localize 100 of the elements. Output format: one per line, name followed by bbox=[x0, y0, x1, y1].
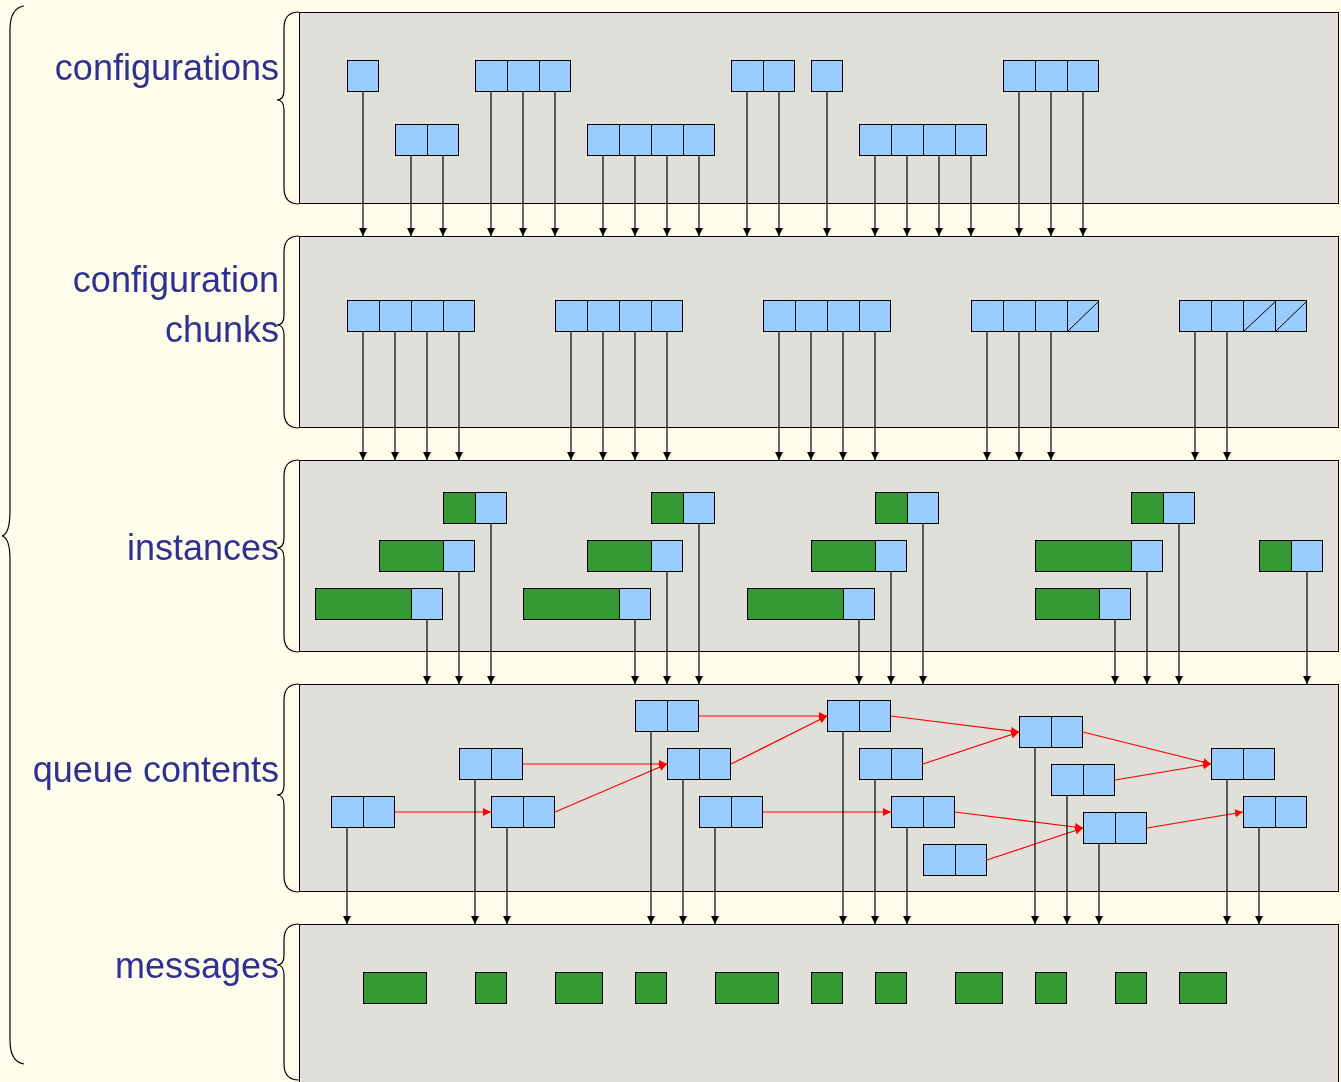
record-box bbox=[491, 796, 555, 828]
message-box bbox=[635, 972, 667, 1004]
arrow bbox=[823, 91, 831, 237]
arrow bbox=[567, 331, 575, 461]
record-box bbox=[315, 588, 443, 620]
record-box bbox=[1019, 716, 1083, 748]
message-box bbox=[715, 972, 779, 1004]
arrow bbox=[855, 619, 863, 685]
arrow bbox=[1063, 795, 1071, 925]
record-box bbox=[587, 124, 715, 156]
arrow bbox=[1015, 91, 1023, 237]
arrow bbox=[903, 155, 911, 237]
record-box bbox=[859, 748, 923, 780]
message-box bbox=[475, 972, 507, 1004]
record-box bbox=[347, 300, 475, 332]
record-box bbox=[747, 588, 875, 620]
layer-label: configuration chunks bbox=[71, 258, 279, 352]
record-box bbox=[811, 60, 843, 92]
record-box bbox=[395, 124, 459, 156]
message-box bbox=[555, 972, 603, 1004]
arrow bbox=[663, 155, 671, 237]
arrow bbox=[423, 619, 431, 685]
record-box bbox=[1243, 796, 1307, 828]
layer-label: queue contents bbox=[31, 748, 279, 792]
arrow bbox=[1303, 571, 1311, 685]
arrow bbox=[730, 715, 828, 765]
arrow bbox=[359, 91, 367, 237]
record-box bbox=[555, 300, 683, 332]
arrow bbox=[839, 731, 847, 925]
record-box bbox=[875, 492, 939, 524]
message-box bbox=[1179, 972, 1227, 1004]
record-box bbox=[763, 300, 891, 332]
arrow bbox=[1223, 331, 1231, 461]
arrow bbox=[599, 331, 607, 461]
record-box bbox=[891, 796, 955, 828]
arrow bbox=[554, 763, 668, 813]
arrow bbox=[1047, 91, 1055, 237]
record-box bbox=[1211, 748, 1275, 780]
record-box bbox=[1003, 60, 1099, 92]
arrow bbox=[743, 91, 751, 237]
arrow bbox=[1191, 331, 1199, 461]
arrow bbox=[631, 155, 639, 237]
record-box bbox=[587, 540, 683, 572]
arrow bbox=[407, 155, 415, 237]
record-box bbox=[811, 540, 907, 572]
record-box bbox=[331, 796, 395, 828]
record-box bbox=[971, 300, 1099, 332]
arrow bbox=[439, 155, 447, 237]
arrow bbox=[762, 808, 892, 816]
record-box bbox=[827, 700, 891, 732]
arrow bbox=[967, 155, 975, 237]
arrow bbox=[775, 331, 783, 461]
arrow bbox=[1255, 827, 1263, 925]
layer-label: instances bbox=[125, 526, 279, 570]
arrow bbox=[1111, 619, 1119, 685]
arrow bbox=[1095, 843, 1103, 925]
layer-label: messages bbox=[113, 944, 279, 988]
record-box bbox=[347, 60, 379, 92]
arrow bbox=[455, 571, 463, 685]
message-box bbox=[363, 972, 427, 1004]
arrow bbox=[394, 808, 492, 816]
record-box bbox=[1083, 812, 1147, 844]
arrow bbox=[711, 827, 719, 925]
arrow bbox=[679, 779, 687, 925]
record-box bbox=[731, 60, 795, 92]
arrow bbox=[343, 827, 351, 925]
record-box bbox=[923, 844, 987, 876]
message-box bbox=[811, 972, 843, 1004]
arrow bbox=[1079, 91, 1087, 237]
record-box bbox=[1035, 588, 1131, 620]
arrow bbox=[487, 523, 495, 685]
arrow bbox=[935, 155, 943, 237]
arrow bbox=[663, 331, 671, 461]
message-box bbox=[1035, 972, 1067, 1004]
record-box bbox=[1259, 540, 1323, 572]
record-box bbox=[459, 748, 523, 780]
arrow bbox=[1175, 523, 1183, 685]
arrow bbox=[423, 331, 431, 461]
arrow bbox=[522, 760, 668, 768]
record-box bbox=[667, 748, 731, 780]
record-box bbox=[1035, 540, 1163, 572]
arrow bbox=[487, 91, 495, 237]
record-box bbox=[475, 60, 571, 92]
arrow bbox=[1223, 779, 1231, 925]
arrow bbox=[1146, 809, 1244, 829]
message-box bbox=[955, 972, 1003, 1004]
arrow bbox=[871, 155, 879, 237]
message-box bbox=[1115, 972, 1147, 1004]
record-box bbox=[379, 540, 475, 572]
record-box bbox=[1179, 300, 1307, 332]
arrow bbox=[919, 523, 927, 685]
arrow bbox=[599, 155, 607, 237]
arrow bbox=[903, 827, 911, 925]
arrow bbox=[986, 826, 1084, 861]
arrow bbox=[455, 331, 463, 461]
arrow bbox=[1015, 331, 1023, 461]
record-box bbox=[699, 796, 763, 828]
record-box bbox=[635, 700, 699, 732]
record-box bbox=[1051, 764, 1115, 796]
arrow bbox=[807, 331, 815, 461]
